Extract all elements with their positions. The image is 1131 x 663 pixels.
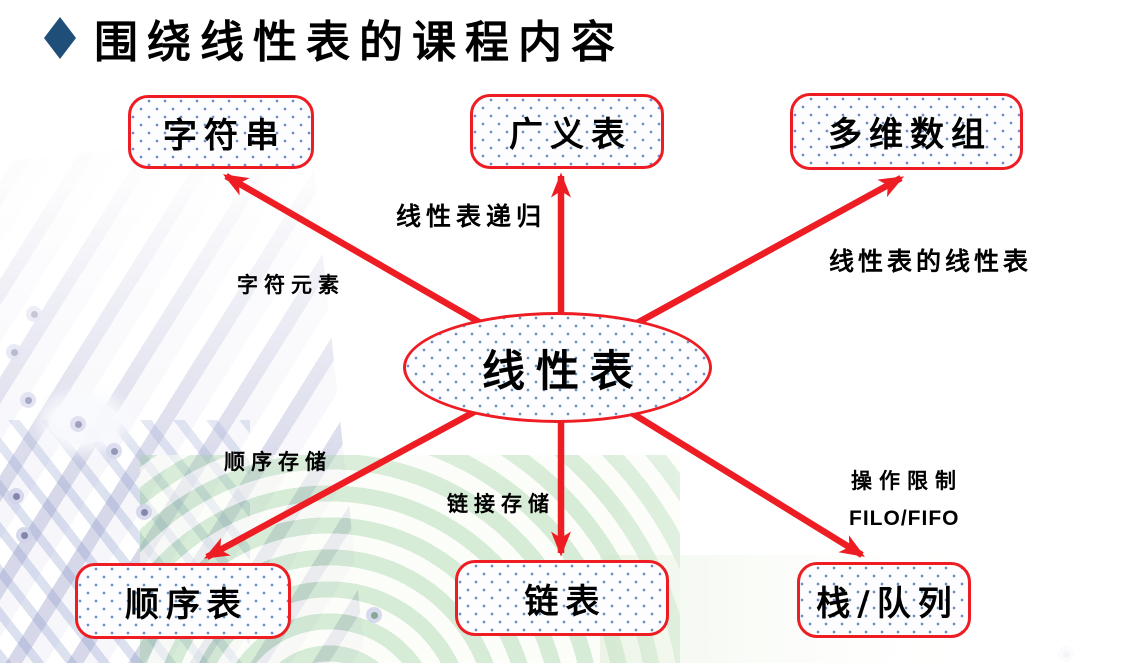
node-string-box: 字符串 bbox=[128, 95, 314, 169]
edge-label-recursion: 线性表递归 bbox=[396, 202, 547, 231]
diamond-bullet-icon bbox=[44, 17, 76, 59]
edge-label-filo-fifo: FILO/FIFO bbox=[849, 507, 960, 530]
node-linear-list-ellipse: 线性表 bbox=[403, 312, 712, 423]
node-sequential-list-box: 顺序表 bbox=[75, 563, 291, 639]
node-generalized-list-label: 广义表 bbox=[509, 115, 632, 155]
node-linked-list-box: 链表 bbox=[455, 560, 669, 636]
edge-label-operation-limit: 操作限制 bbox=[851, 468, 963, 493]
node-linked-list-label: 链表 bbox=[524, 581, 607, 622]
edge-label-list-of-lists: 线性表的线性表 bbox=[829, 247, 1033, 276]
node-string-label: 字符串 bbox=[163, 115, 286, 156]
node-linear-list-label: 线性表 bbox=[482, 346, 644, 397]
node-stack-queue-box: 栈/队列 bbox=[797, 562, 971, 638]
edge-label-char-elements: 字符元素 bbox=[237, 272, 345, 297]
edge-label-sequential-storage: 顺序存储 bbox=[224, 449, 332, 474]
slide-title-row: 围绕线性表的课程内容 bbox=[44, 6, 624, 70]
node-multidim-array-box: 多维数组 bbox=[790, 93, 1023, 170]
edge-label-linked-storage: 链接存储 bbox=[447, 491, 555, 516]
node-stack-queue-label: 栈/队列 bbox=[816, 583, 959, 624]
node-generalized-list-box: 广义表 bbox=[470, 94, 664, 169]
slide-title: 围绕线性表的课程内容 bbox=[94, 17, 624, 68]
node-multidim-array-label: 多维数组 bbox=[828, 115, 992, 155]
node-sequential-list-label: 顺序表 bbox=[125, 584, 248, 625]
